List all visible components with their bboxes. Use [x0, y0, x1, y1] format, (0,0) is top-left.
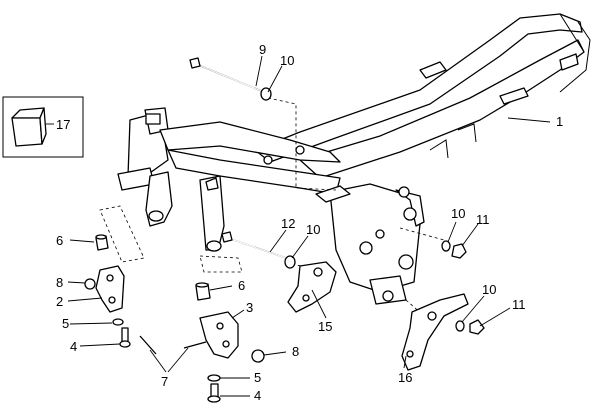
- callout-4-center: 4: [254, 388, 261, 403]
- callout-10-center: 10: [306, 222, 320, 237]
- part-5-washer-left: 5: [62, 316, 124, 331]
- callout-10-top: 10: [280, 53, 294, 68]
- part-4-bolt-left: 4: [70, 327, 131, 354]
- callout-9: 9: [259, 42, 266, 57]
- callout-8-center: 8: [292, 344, 299, 359]
- callout-10-lower: 10: [482, 282, 496, 297]
- part-10-washer-right: 10: [441, 206, 465, 252]
- callout-8-left: 8: [56, 275, 63, 290]
- callout-12: 12: [281, 216, 295, 231]
- callout-1: 1: [556, 114, 563, 129]
- callout-3: 3: [246, 300, 253, 315]
- callout-5-left: 5: [62, 316, 69, 331]
- callout-2: 2: [56, 294, 63, 309]
- part-7-pins: 7: [139, 335, 207, 389]
- part-10-nut-center: 10: [284, 222, 320, 269]
- part-9-bolt: 9: [189, 42, 266, 93]
- callout-6-left: 6: [56, 233, 63, 248]
- callout-16: 16: [398, 370, 412, 385]
- part-6-spacer-center: 6: [195, 278, 245, 301]
- part-11-nut-lower: 11: [469, 297, 526, 335]
- part-16-bracket: 16: [398, 293, 469, 385]
- part-8-nut-left: 8: [56, 275, 96, 290]
- callout-5-center: 5: [254, 370, 261, 385]
- part-5-washer-center: 5: [207, 370, 261, 385]
- callout-6-center: 6: [238, 278, 245, 293]
- callout-10-right: 10: [451, 206, 465, 221]
- part-3-bracket: 3: [199, 300, 253, 359]
- callout-4-left: 4: [70, 339, 77, 354]
- part-4-bolt-center: 4: [207, 383, 261, 403]
- callout-15: 15: [318, 319, 332, 334]
- part-2-bracket: 2: [56, 265, 125, 313]
- part-11-nut-right: 11: [451, 212, 490, 259]
- callout-7: 7: [161, 374, 168, 389]
- part-17-inset: 17: [2, 96, 84, 158]
- part-10-nut-top: 10: [260, 53, 294, 101]
- part-6-spacer-left: 6: [56, 233, 109, 251]
- part-1-main-frame: [117, 13, 591, 305]
- part-8-nut-center: 8: [251, 344, 299, 363]
- callout-11-right: 11: [476, 212, 490, 227]
- part-15-bracket: 15: [287, 261, 337, 334]
- callout-11-lower: 11: [512, 297, 526, 312]
- callout-17: 17: [56, 117, 70, 132]
- callout-1-group: 1: [507, 114, 563, 129]
- part-12-bolt: 12: [221, 216, 295, 259]
- part-10-washer-lower: 10: [455, 282, 496, 332]
